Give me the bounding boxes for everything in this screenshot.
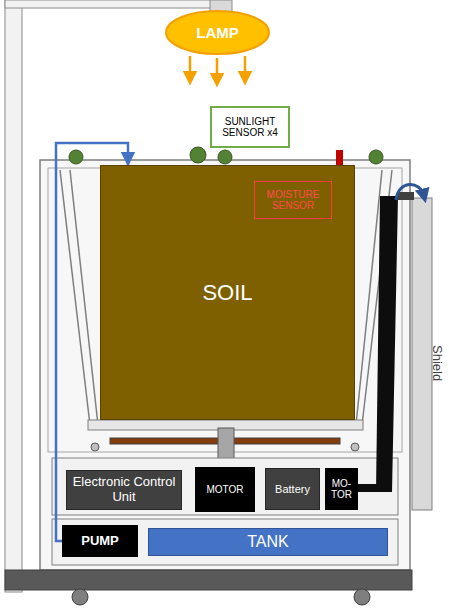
shield-motor: MO- TOR (325, 468, 358, 510)
node-label: SUNLIGHT SENSOR x4 (213, 116, 287, 139)
shield-panel (412, 198, 432, 510)
housing (40, 160, 410, 570)
lamp-stand (5, 0, 22, 592)
base-plate (5, 570, 412, 590)
tank-bay (52, 519, 398, 565)
node-label: Battery (275, 483, 310, 496)
node-label: MO- TOR (329, 478, 355, 501)
sensor-dot (190, 147, 206, 163)
water-tank: TANK (148, 528, 388, 556)
roller (351, 443, 359, 451)
sensor-dot (218, 150, 232, 164)
light-ray (244, 56, 247, 78)
roller (91, 443, 99, 451)
drive-link (356, 484, 392, 492)
lamp-arm (5, 0, 230, 8)
wheel (72, 589, 88, 605)
node-label: PUMP (81, 534, 119, 549)
sensor-dot (369, 150, 383, 164)
shield-label: Shield (430, 345, 445, 381)
wheel (354, 589, 370, 605)
shield-hook (398, 192, 414, 200)
sensor-dot (69, 150, 83, 164)
node-label: Electronic Control Unit (69, 475, 179, 505)
sunlight-sensors (69, 147, 383, 164)
electronics-bay (52, 458, 398, 515)
pump: PUMP (62, 525, 138, 557)
wall-line (60, 170, 90, 425)
light-ray (216, 58, 219, 80)
battery: Battery (265, 468, 320, 510)
lift-motor: MOTOR (195, 467, 255, 512)
shield-drive-belt (376, 196, 398, 492)
wall-line (70, 170, 98, 425)
node-label: LAMP (196, 24, 239, 41)
moisture-sensor: MOISTURE SENSOR (254, 181, 332, 219)
rotation-arrow (396, 184, 424, 200)
soil-bed: SOIL MOISTURE SENSOR (100, 165, 355, 420)
sensor-label-box: SUNLIGHT SENSOR x4 (210, 106, 290, 148)
control-unit: Electronic Control Unit (66, 470, 182, 510)
node-label: MOTOR (206, 484, 243, 496)
light-rays (190, 56, 245, 80)
node-label: MOISTURE SENSOR (257, 189, 329, 212)
lamp-ellipse (166, 11, 269, 54)
light-ray (189, 56, 192, 78)
node-label: SOIL (202, 280, 252, 305)
node-label: TANK (247, 533, 288, 551)
lamp: LAMP (165, 10, 270, 55)
